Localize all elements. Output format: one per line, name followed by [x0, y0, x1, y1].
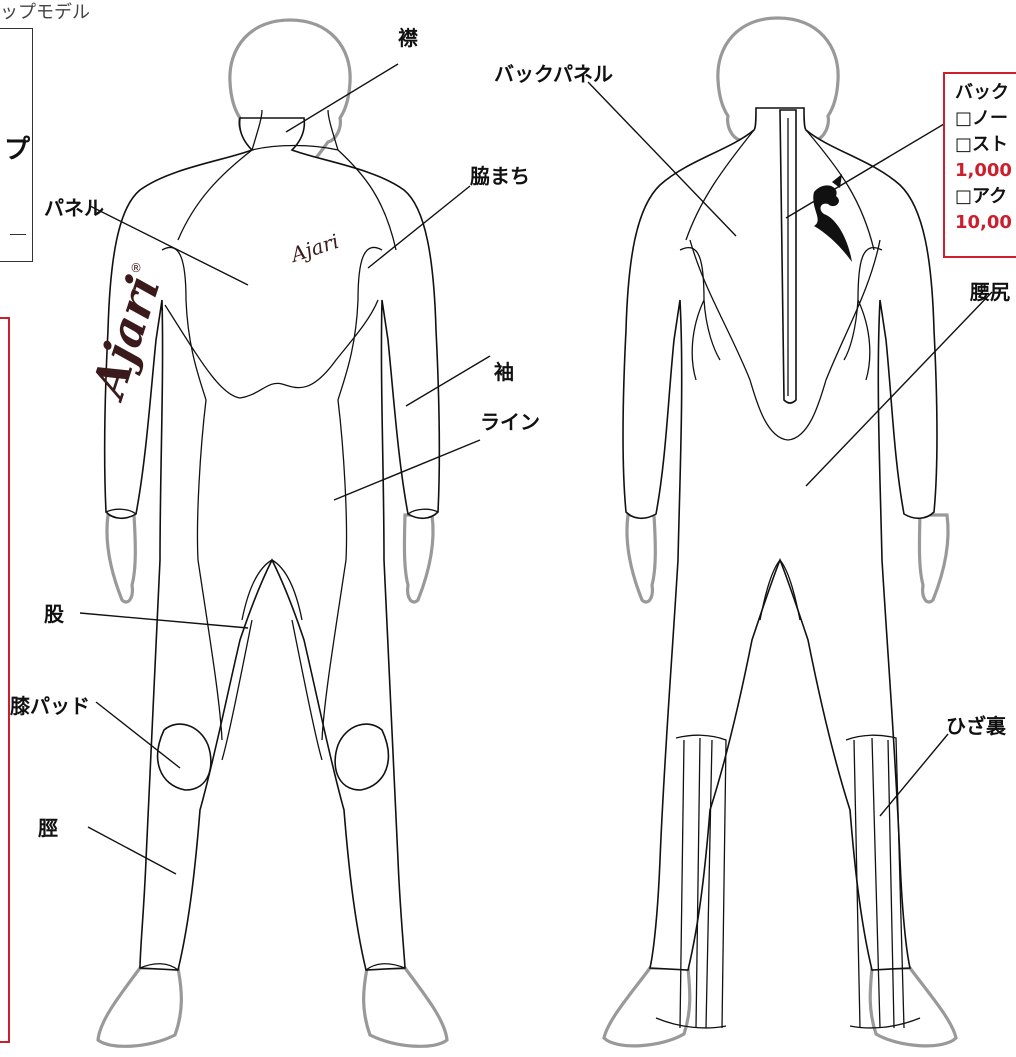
back-panel-seam — [689, 239, 881, 441]
label-back-panel: バックパネル — [494, 62, 613, 86]
label-panel: パネル — [44, 196, 104, 220]
label-waist-hip: 腰尻 — [970, 280, 1010, 304]
front-left-hand — [105, 513, 137, 604]
back-right-hand — [917, 513, 950, 604]
front-suit — [103, 117, 441, 971]
label-back-knee: ひざ裏 — [946, 714, 1006, 738]
front-right-hand — [402, 513, 435, 604]
back-side-gusset-right — [843, 247, 883, 381]
back-yoke-seam — [685, 129, 875, 251]
note-option-1: □ノー — [955, 108, 1009, 129]
back-option-note: バック □ノー □スト 1,000 □アク 10,00 — [943, 72, 1016, 258]
back-side-gusset-left — [679, 247, 721, 381]
label-sleeve: 袖 — [494, 360, 514, 384]
left-option-frame — [0, 317, 10, 1043]
back-left-hand — [625, 513, 657, 604]
label-line: ライン — [480, 410, 540, 434]
front-crotch-line — [241, 559, 303, 621]
front-side-gusset-left — [161, 246, 207, 561]
front-panel-seam — [164, 299, 379, 399]
front-collar — [251, 109, 339, 151]
front-leg-line-right — [291, 559, 347, 761]
back-right-foot — [868, 966, 958, 1048]
label-shin: 脛 — [38, 816, 58, 840]
sleeve-registered: ® — [130, 261, 142, 275]
front-right-foot — [362, 966, 449, 1048]
sleeve-logo-text: Ajari — [80, 269, 171, 407]
note-title: バック — [955, 82, 1009, 103]
front-knee-pad-left — [156, 723, 212, 791]
label-crotch: 股 — [44, 602, 64, 626]
back-knee-panel-left — [675, 734, 727, 1029]
note-option-3: □アク — [955, 186, 1008, 207]
left-panel-frame: プ — [0, 28, 33, 262]
back-knee-panel-right — [845, 734, 905, 1029]
back-left-foot — [602, 966, 692, 1048]
leader-lines — [79, 63, 993, 875]
front-knee-pad-right — [334, 723, 390, 791]
frame-dash — [10, 234, 26, 235]
front-yoke-seam — [177, 149, 397, 251]
back-figure — [602, 16, 958, 1048]
sleeve-logo: Ajari — [80, 269, 171, 407]
front-left-foot — [96, 966, 183, 1048]
note-option-2: □スト — [955, 134, 1009, 155]
label-collar: 襟 — [398, 26, 418, 50]
label-knee-pad: 膝パッド — [10, 694, 90, 718]
note-price-2: 10,00 — [955, 212, 1012, 233]
label-side-gusset: 脇まち — [470, 164, 530, 188]
page-title: ップモデル — [0, 2, 90, 23]
frame-glyph: プ — [3, 135, 30, 165]
front-leg-line-left — [197, 559, 253, 761]
back-emblem — [813, 174, 852, 262]
note-price-1: 1,000 — [955, 160, 1012, 181]
front-figure — [96, 18, 449, 1048]
